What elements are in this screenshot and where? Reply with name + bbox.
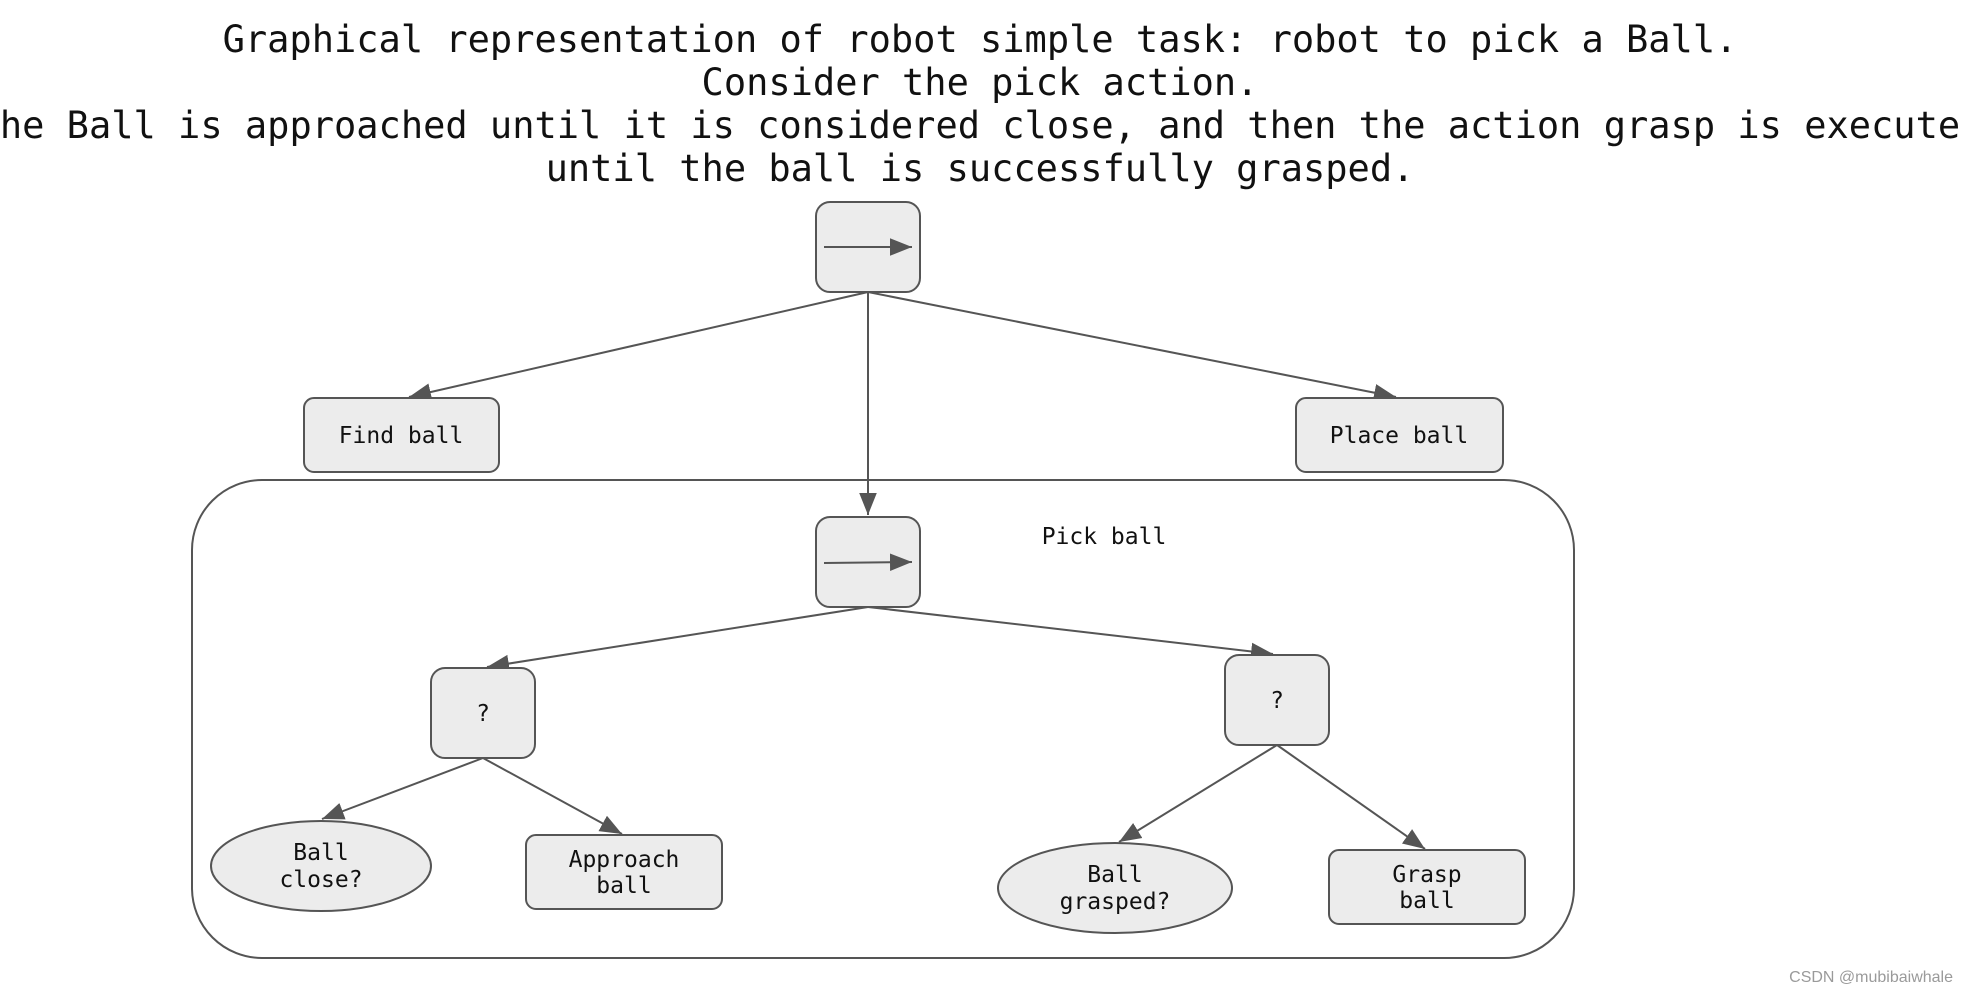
title-line-1: Graphical representation of robot simple… bbox=[223, 18, 1738, 61]
find-ball-node: Find ball bbox=[303, 397, 500, 473]
fallback-left-label: ? bbox=[476, 701, 490, 727]
find-ball-label: Find ball bbox=[339, 423, 464, 449]
title-line-3: The Ball is approached until it is consi… bbox=[0, 104, 1961, 147]
ball-grasped-condition: Ball grasped? bbox=[997, 842, 1233, 934]
edge-fallback-right-to-ball-grasped bbox=[1118, 744, 1278, 843]
pick-ball-group bbox=[191, 479, 1575, 959]
approach-ball-line-2: ball bbox=[596, 873, 651, 899]
grasp-ball-action: Grasp ball bbox=[1328, 849, 1526, 925]
ball-close-condition: Ball close? bbox=[210, 820, 432, 912]
edge-root-to-place-ball bbox=[867, 291, 1397, 402]
sequence-arrow-icon bbox=[823, 553, 913, 572]
grasp-ball-line-2: ball bbox=[1399, 888, 1454, 914]
root-sequence-node bbox=[815, 201, 921, 293]
ball-close-line-1: Ball bbox=[293, 840, 348, 866]
edge-pick-to-fallback-left bbox=[486, 606, 869, 673]
fallback-right-node: ? bbox=[1224, 654, 1330, 746]
edge-fallback-left-to-approach-ball bbox=[482, 757, 623, 835]
diagram-title: Graphical representation of robot simple… bbox=[0, 18, 1961, 190]
fallback-right-label: ? bbox=[1270, 688, 1284, 714]
watermark: CSDN @mubibaiwhale bbox=[1789, 969, 1953, 986]
approach-ball-line-1: Approach bbox=[569, 847, 680, 873]
edges bbox=[321, 291, 1426, 850]
place-ball-label: Place ball bbox=[1330, 423, 1468, 449]
ball-grasped-line-1: Ball bbox=[1087, 862, 1142, 888]
title-line-2: Consider the pick action. bbox=[702, 61, 1259, 104]
pick-ball-group-label: Pick ball bbox=[1042, 524, 1167, 550]
edge-fallback-left-to-ball-close bbox=[321, 757, 484, 820]
title-line-4: until the ball is successfully grasped. bbox=[546, 147, 1415, 190]
edge-fallback-right-to-grasp-ball bbox=[1276, 744, 1426, 850]
ball-grasped-line-2: grasped? bbox=[1060, 889, 1171, 915]
grasp-ball-line-1: Grasp bbox=[1392, 862, 1461, 888]
approach-ball-action: Approach ball bbox=[525, 834, 723, 910]
pick-sequence-node bbox=[815, 516, 921, 608]
fallback-left-node: ? bbox=[430, 667, 536, 759]
ball-close-line-2: close? bbox=[279, 867, 362, 893]
place-ball-node: Place ball bbox=[1295, 397, 1504, 473]
edge-pick-to-fallback-right bbox=[867, 606, 1274, 661]
edge-root-to-find-ball bbox=[408, 291, 869, 401]
